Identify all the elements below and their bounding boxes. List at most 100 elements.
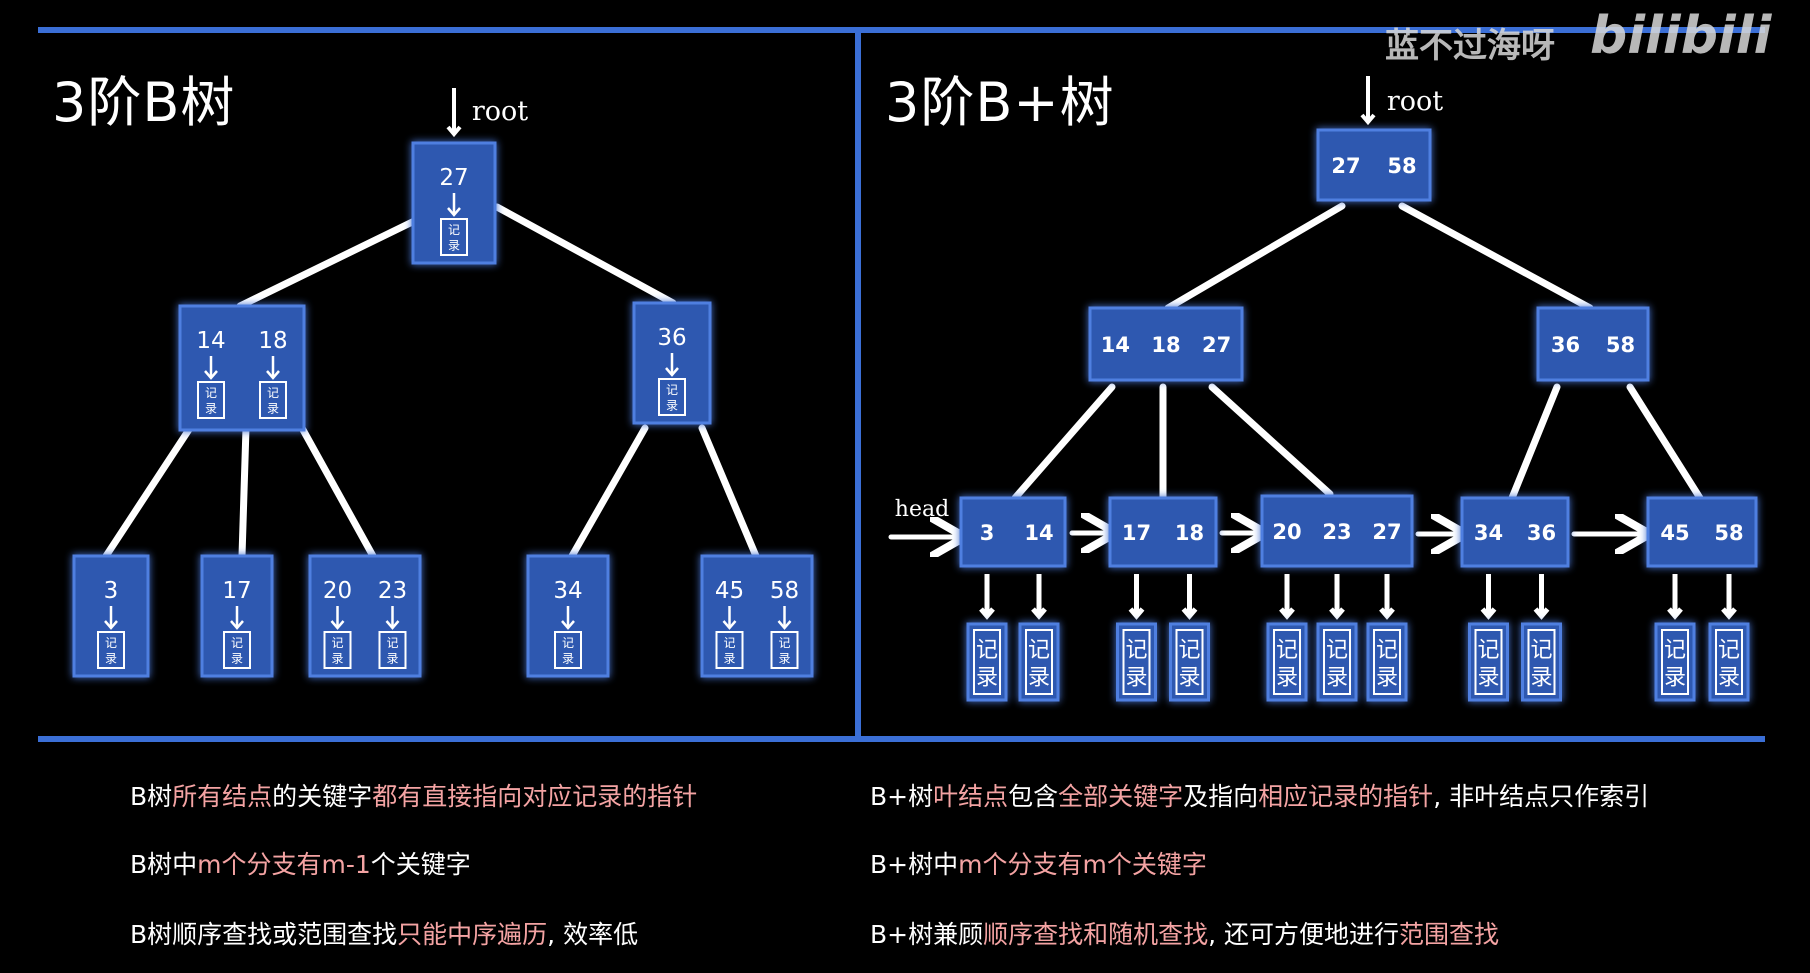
b-ll: 3 记录 — [72, 554, 150, 678]
b-r-record-36-char-1: 记 — [666, 383, 678, 397]
b-r-key-36: 36 — [657, 325, 686, 351]
btree-note-2-part-1: B树中 — [130, 850, 198, 879]
bplus-note-2-part-2: m个分支有m个关键字 — [958, 850, 1207, 879]
p-r-box — [1536, 306, 1650, 382]
b-rr-record-58-char-1: 记 — [778, 636, 790, 650]
btree-note-2: B树中m个分支有m-1个关键字 — [130, 845, 471, 881]
p-l-key-14: 14 — [1101, 333, 1130, 357]
btree-note-3-part-2: 只能中序遍历 — [397, 920, 548, 949]
p-leaf3-key-20: 20 — [1272, 520, 1301, 544]
p-root-key-27: 27 — [1331, 154, 1360, 178]
p-r-key-36: 36 — [1551, 333, 1580, 357]
p-leaf5-key-58: 58 — [1714, 521, 1743, 545]
btree-note-1-part-1: B树 — [130, 782, 173, 811]
b-ll-key-3: 3 — [104, 578, 119, 604]
b-lm-arrow-17-head — [230, 620, 244, 630]
b-lr-record-23-char-1: 记 — [386, 636, 398, 650]
p-leaf4-record-36-char-1: 记 — [1530, 638, 1552, 663]
btree-root-label: root — [472, 96, 528, 127]
b-rr-record-58 — [770, 631, 799, 669]
btree-edge-1 — [236, 203, 447, 310]
p-leaf2-record-17-char-2: 录 — [1125, 665, 1147, 690]
b-ll-record-3-char-1: 记 — [105, 636, 117, 650]
p-leaf1-record-14 — [1025, 629, 1053, 695]
bplus-note-3-part-3: , 还可方便地进行 — [1208, 920, 1400, 949]
bplus-root-label: root — [1387, 86, 1443, 117]
p-leaf2-box — [1108, 496, 1218, 568]
b-rl-record-34-char-1: 记 — [562, 636, 574, 650]
b-lr-arrow-20-head — [330, 620, 345, 630]
b-l-record-18-char-1: 记 — [267, 386, 279, 400]
b-rr-arrow-58-head — [777, 620, 792, 630]
btree-note-2-part-3: 个关键字 — [370, 850, 471, 879]
p-leaf4-key-34: 34 — [1474, 521, 1503, 545]
bplus-note-1: B+树叶结点包含全部关键字及指向相应记录的指针, 非叶结点只作索引 — [870, 777, 1649, 813]
p-leaf1-arrow-3-head — [979, 607, 995, 620]
bplus-note-3-part-1: B+树兼顾 — [870, 920, 984, 949]
p-leaf3-record-20-char-2: 录 — [1276, 665, 1298, 690]
btree-note-1: B树所有结点的关键字都有直接指向对应记录的指针 — [130, 777, 697, 813]
p-leaf4-key-36: 36 — [1527, 521, 1556, 545]
b-rr-key-45: 45 — [715, 578, 744, 604]
b-lr-record-23-char-2: 录 — [386, 652, 398, 666]
bplus-root-arrow-head — [1360, 113, 1376, 126]
b-ll-arrow-3-head — [104, 620, 118, 630]
p-leaf3-key-23: 23 — [1322, 520, 1351, 544]
p-leaf5-record-45-char-1: 记 — [1664, 638, 1686, 663]
p-leaf3-box — [1260, 494, 1414, 568]
b-rl-arrow-34-head — [561, 620, 575, 630]
b-lr-box — [308, 554, 422, 678]
p-leaf3-record-23 — [1323, 629, 1351, 695]
p-leaf3-arrow-20-head — [1279, 607, 1295, 620]
btree-note-2-part-2: m个分支有m-1 — [197, 850, 371, 879]
btree-note-1-part-3: 的关键字 — [272, 782, 373, 811]
b-ll-record-3-char-2: 录 — [105, 652, 117, 666]
b-rl-key-34: 34 — [553, 578, 582, 604]
b-rr-record-45-char-2: 录 — [723, 652, 735, 666]
p-leaf3-arrow-23-head — [1329, 607, 1345, 620]
p-leaf5-arrow-45-head — [1667, 607, 1683, 620]
btree-edge-6 — [568, 424, 649, 560]
p-leaf1-record-3 — [973, 629, 1001, 695]
bplus-note-2-part-1: B+树中 — [870, 850, 959, 879]
p-leaf3-record-20-char-1: 记 — [1276, 638, 1298, 663]
bplus-note-1-part-4: 全部关键字 — [1058, 782, 1184, 811]
b-rr-record-45 — [715, 631, 744, 669]
p-leaf3-record-23-char-2: 录 — [1326, 665, 1348, 690]
b-l-arrow-18-head — [266, 370, 280, 380]
b-lr-record-23 — [378, 631, 407, 669]
b-lr-arrow-23-head — [385, 620, 400, 630]
b-root-record-27 — [440, 218, 468, 256]
btree-note-3: B树顺序查找或范围查找只能中序遍历, 效率低 — [130, 915, 638, 951]
b-lm-record-17 — [223, 631, 251, 669]
b-root-record-27-char-1: 记 — [448, 223, 460, 237]
b-rr-key-58: 58 — [770, 578, 799, 604]
b-r-record-36 — [658, 378, 686, 416]
p-leaf1-key-3: 3 — [980, 521, 995, 545]
btree-edge-2 — [493, 203, 677, 307]
b-lr-record-20-char-1: 记 — [331, 636, 343, 650]
b-l-record-14 — [197, 381, 225, 419]
bilibili-logo: bilibili — [1590, 6, 1772, 66]
bplus-head-label: head — [895, 497, 949, 522]
b-l-record-18-char-2: 录 — [267, 402, 279, 416]
p-leaf1-record-3-char-1: 记 — [976, 638, 998, 663]
p-leaf5-record-45-char-2: 录 — [1664, 665, 1686, 690]
bplus-edge-5 — [1208, 383, 1334, 498]
b-rr-record-58-char-2: 录 — [778, 652, 790, 666]
b-lm-record-17-char-1: 记 — [231, 636, 243, 650]
p-leaf4-arrow-34-head — [1480, 607, 1497, 620]
b-lr-record-20-char-2: 录 — [331, 652, 343, 666]
btree-edge-5 — [298, 424, 377, 560]
b-l-key-18: 18 — [258, 328, 287, 354]
p-leaf5-record-45 — [1661, 629, 1689, 695]
btree-note-3-part-3: , 效率低 — [547, 920, 639, 949]
